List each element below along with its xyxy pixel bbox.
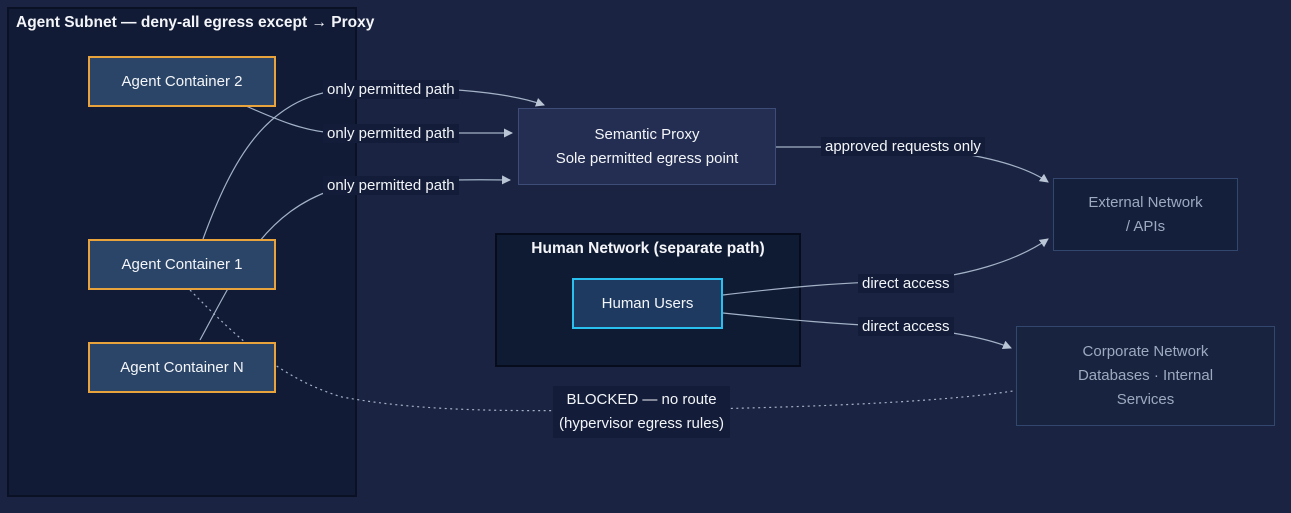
node-corporate-network: Corporate Network Databases · Internal S… bbox=[1016, 326, 1275, 426]
node-label: Agent Container 2 bbox=[121, 72, 243, 90]
node-human-users: Human Users bbox=[572, 278, 723, 329]
node-semantic-proxy: Semantic Proxy Sole permitted egress poi… bbox=[518, 108, 776, 185]
agent-subnet-title: Agent Subnet — deny-all egress except → … bbox=[16, 14, 375, 31]
corporate-line1: Corporate Network bbox=[1082, 343, 1209, 360]
blocked-line1: BLOCKED — no route bbox=[566, 391, 717, 408]
edge-label-only-permitted-path-1: only permitted path bbox=[323, 80, 459, 99]
external-line2: / APIs bbox=[1125, 217, 1166, 235]
edge-label-direct-access-1: direct access bbox=[858, 274, 954, 293]
edge-label-approved-requests-only: approved requests only bbox=[821, 137, 985, 156]
node-agent-container-n: Agent Container N bbox=[88, 342, 276, 393]
node-label: Agent Container N bbox=[120, 358, 244, 376]
edge-label-blocked: BLOCKED — no route (hypervisor egress ru… bbox=[553, 386, 731, 438]
proxy-subtitle: Sole permitted egress point bbox=[555, 149, 739, 167]
human-network-title: Human Network (separate path) bbox=[531, 240, 765, 257]
external-line1: External Network bbox=[1088, 193, 1203, 211]
edge-label-only-permitted-path-2: only permitted path bbox=[323, 124, 459, 143]
node-agent-container-2: Agent Container 2 bbox=[88, 56, 276, 107]
node-agent-container-1: Agent Container 1 bbox=[88, 239, 276, 290]
node-label: Human Users bbox=[601, 294, 694, 312]
edge-label-only-permitted-path-3: only permitted path bbox=[323, 176, 459, 195]
edge-label-direct-access-2: direct access bbox=[858, 317, 954, 336]
blocked-line2: (hypervisor egress rules) bbox=[559, 415, 725, 432]
corporate-line2: Databases · Internal bbox=[1077, 367, 1214, 384]
human-network-region: Human Network (separate path) bbox=[495, 233, 801, 367]
edge-ac1-to-proxy bbox=[202, 87, 545, 240]
proxy-title: Semantic Proxy bbox=[594, 125, 700, 143]
node-external-network: External Network / APIs bbox=[1053, 178, 1238, 251]
node-label: Agent Container 1 bbox=[121, 255, 243, 273]
edge-ac1-to-corporate-blocked bbox=[189, 289, 1014, 412]
corporate-line3: Services bbox=[1116, 391, 1175, 408]
